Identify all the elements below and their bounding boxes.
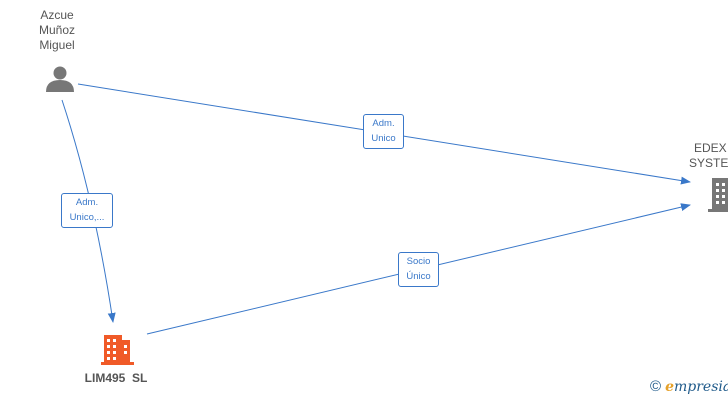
edge-label-line-2: Unico bbox=[371, 133, 396, 144]
edge-label-adm-unico-etc[interactable]: Adm. Unico,... bbox=[61, 193, 113, 228]
lim495-name-label[interactable]: LIM495 SL bbox=[84, 371, 148, 385]
person-name-line-2: Muñoz bbox=[38, 23, 76, 37]
brand-e-letter: e bbox=[665, 379, 674, 395]
empresia-watermark: ©empresia bbox=[650, 378, 728, 395]
edex-name-line-1: EDEX I bbox=[694, 141, 728, 155]
person-icon[interactable] bbox=[46, 66, 74, 93]
edge-label-adm-unico[interactable]: Adm. Unico bbox=[363, 114, 404, 149]
person-name-line-3: Miguel bbox=[39, 38, 75, 52]
brand-name-rest: mpresia bbox=[673, 379, 728, 395]
lim495-building-icon[interactable] bbox=[101, 335, 134, 365]
edge-label-line-1: Socio bbox=[406, 256, 431, 267]
edex-name-label[interactable]: EDEX I SYSTEM bbox=[688, 141, 728, 171]
person-name-label[interactable]: Azcue Muñoz Miguel bbox=[20, 8, 94, 53]
edex-building-icon[interactable] bbox=[708, 178, 728, 212]
edge-label-line-1: Adm. bbox=[372, 118, 395, 129]
person-name-line-1: Azcue bbox=[40, 8, 74, 22]
edge-label-socio-unico[interactable]: Socio Único bbox=[398, 252, 439, 287]
edge-label-line-2: Único bbox=[406, 271, 431, 282]
edge-label-line-1: Adm. bbox=[75, 197, 99, 208]
copyright-symbol: © bbox=[650, 378, 662, 395]
edge-label-line-2: Unico,... bbox=[69, 212, 105, 223]
edex-name-line-2: SYSTEM bbox=[689, 156, 728, 170]
